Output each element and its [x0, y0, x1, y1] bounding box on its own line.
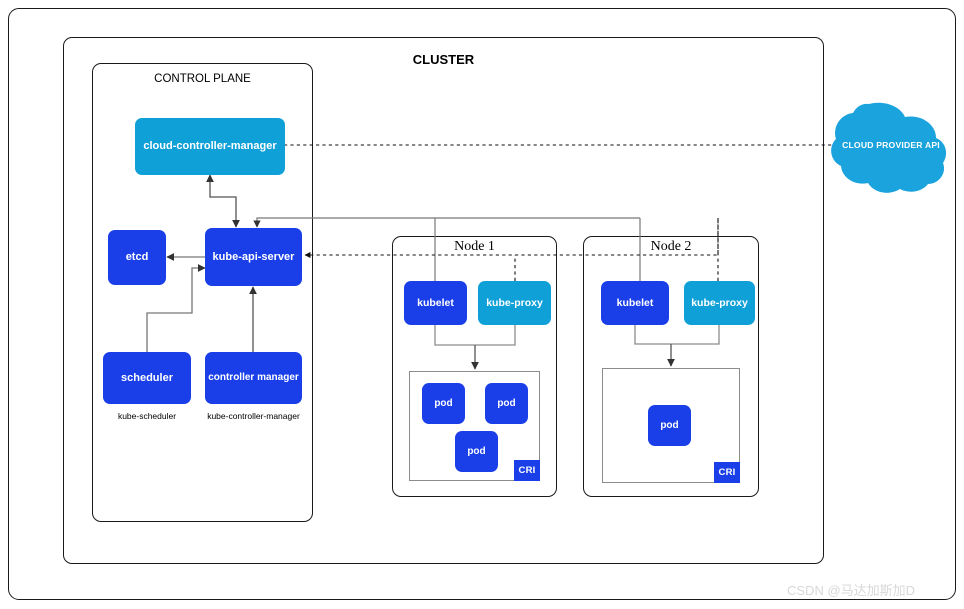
- node-2-cri-badge: CRI: [714, 462, 740, 483]
- watermark: CSDN @马达加斯加D: [787, 583, 916, 598]
- cloud-controller-manager-box[interactable]: cloud-controller-manager: [135, 118, 285, 175]
- cluster-title: CLUSTER: [412, 52, 475, 67]
- kube-api-server-box[interactable]: kube-api-server: [205, 228, 302, 286]
- etcd-label: etcd: [125, 251, 149, 264]
- node-1-pod-3-label: pod: [467, 445, 486, 457]
- node-1-frame: [392, 236, 557, 497]
- node-1-pod-3[interactable]: pod: [455, 431, 498, 472]
- scheduler-label: scheduler: [121, 371, 173, 384]
- node-1-pod-1[interactable]: pod: [422, 383, 465, 424]
- outer-border: [8, 8, 956, 600]
- node-2-kube-proxy-label: kube-proxy: [691, 296, 748, 309]
- controller-manager-box[interactable]: controller manager: [205, 352, 302, 404]
- node-1-cri-badge: CRI: [514, 460, 540, 481]
- node-2-cri-container: [602, 368, 740, 483]
- node-1-cri-container: [409, 371, 540, 481]
- node-2-kubelet-box[interactable]: kubelet: [601, 281, 669, 325]
- kube-api-server-label: kube-api-server: [212, 250, 295, 263]
- scheduler-caption: kube-scheduler: [117, 411, 177, 421]
- etcd-box[interactable]: etcd: [108, 230, 166, 285]
- node-1-kubelet-label: kubelet: [417, 296, 454, 309]
- node-1-kubelet-box[interactable]: kubelet: [404, 281, 467, 325]
- cloud-provider-api-label: CLOUD PROVIDER API: [842, 140, 940, 150]
- node-2-kubelet-label: kubelet: [616, 296, 654, 309]
- control-plane-frame: [92, 63, 313, 522]
- scheduler-box[interactable]: scheduler: [103, 352, 191, 404]
- cloud-controller-manager-label: cloud-controller-manager: [143, 140, 277, 153]
- node-1-pod-2[interactable]: pod: [485, 383, 528, 424]
- cloud-provider-api-shape: [831, 102, 947, 193]
- node-2-pod-1-label: pod: [660, 419, 679, 431]
- node-1-pod-2-label: pod: [497, 397, 516, 409]
- node-1-kube-proxy-label: kube-proxy: [486, 296, 543, 309]
- node-2-kube-proxy-box[interactable]: kube-proxy: [684, 281, 755, 325]
- node-1-title: Node 1: [454, 239, 495, 254]
- controller-manager-label: controller manager: [208, 372, 299, 384]
- node-2-frame: [583, 236, 759, 497]
- node-1-pod-1-label: pod: [434, 397, 453, 409]
- control-plane-title: CONTROL PLANE: [154, 73, 251, 85]
- cluster-frame: [63, 37, 824, 564]
- node-2-pod-1[interactable]: pod: [648, 405, 691, 446]
- node-1-kube-proxy-box[interactable]: kube-proxy: [478, 281, 551, 325]
- node-2-title: Node 2: [650, 239, 692, 254]
- controller-manager-caption: kube-controller-manager: [207, 411, 300, 421]
